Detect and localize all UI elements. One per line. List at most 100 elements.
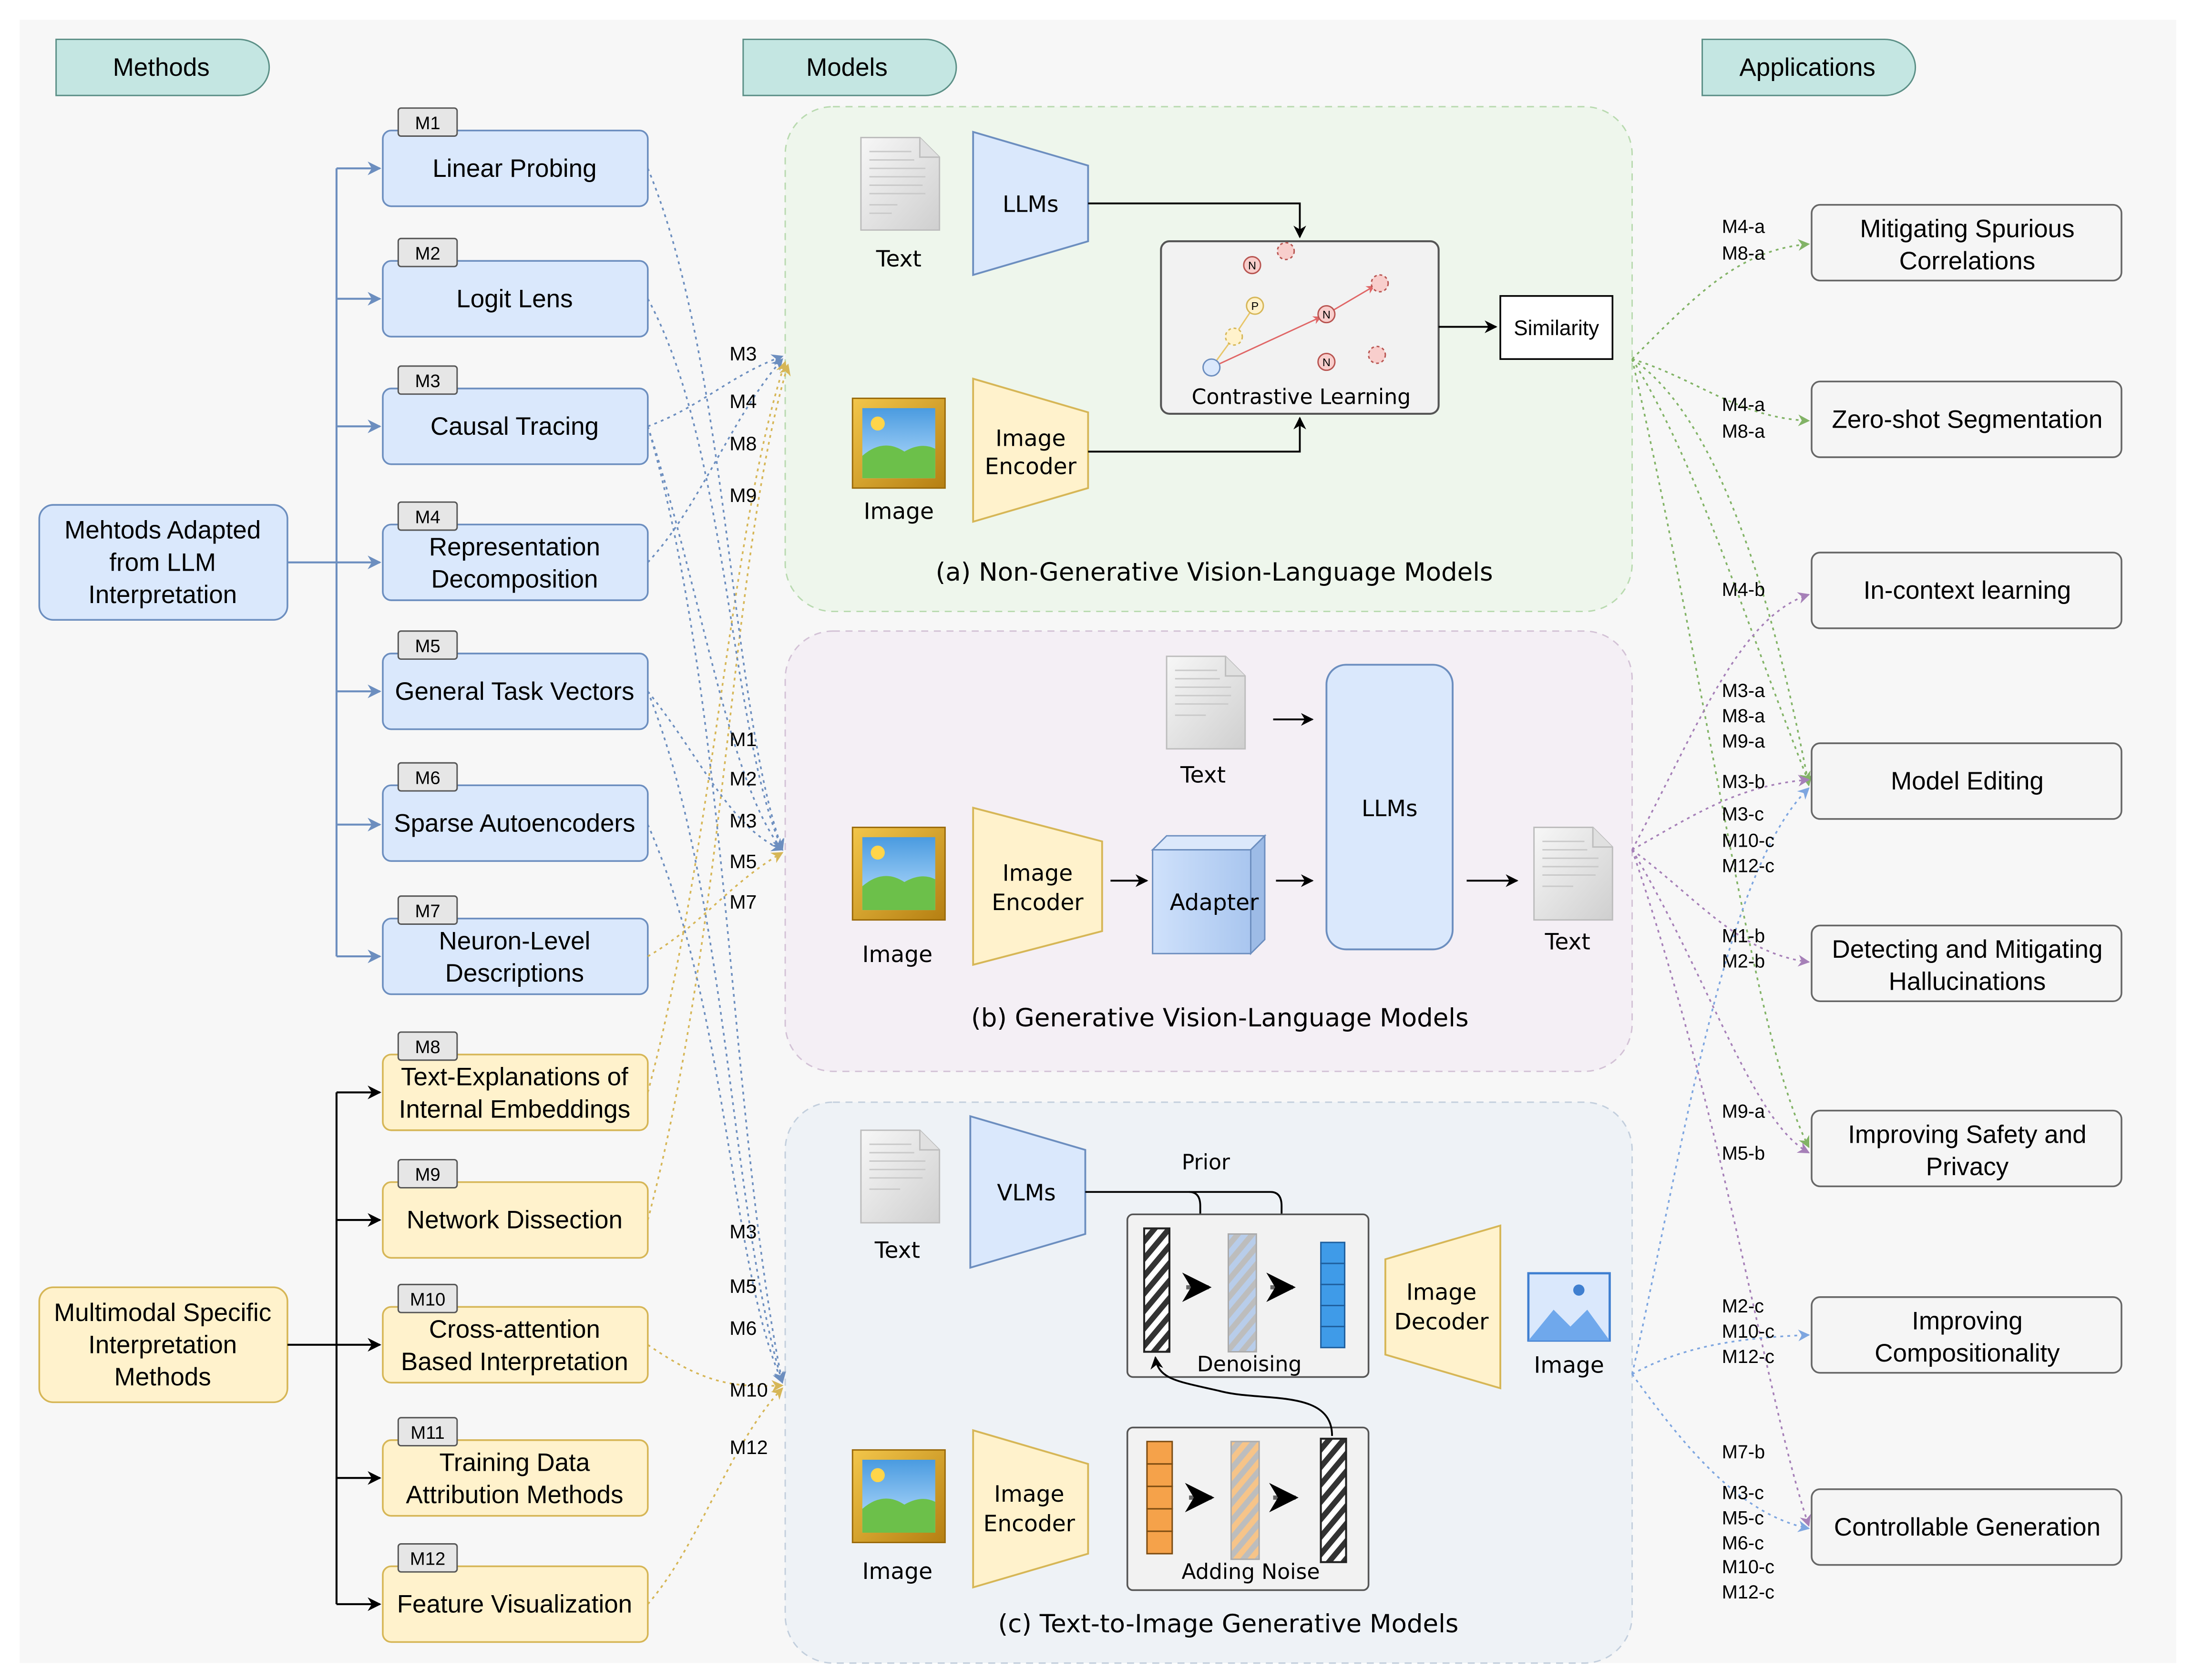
panel-a-text-label: Text <box>876 246 922 272</box>
adapter-cube: Adapter <box>1151 834 1267 955</box>
method-tag-label: M5 <box>415 636 441 656</box>
panel-a-image-encoder-trapezoid: Image Encoder <box>972 377 1089 523</box>
method-label-line: Feature Visualization <box>397 1590 632 1619</box>
edge-labels: M3 M4 M8 M9 M1 M2 M3 M5 M7 M3 M5 M6 M10 … <box>729 343 768 1458</box>
method-tag-label: M7 <box>415 901 441 922</box>
panel-b-text-out-document-icon <box>1533 827 1613 921</box>
panel-b-image-encoder-line-2: Encoder <box>992 890 1084 916</box>
negative-node-label-1: N <box>1248 259 1256 272</box>
method-label-line: Network Dissection <box>407 1206 623 1234</box>
application-label-line: Improving Safety and <box>1848 1120 2086 1148</box>
edge-label-c-1: M3 <box>729 1220 757 1242</box>
group-multimodal-specific: Multimodal Specific Interpretation Metho… <box>38 1286 288 1403</box>
model-to-application-edges <box>1631 239 1813 1532</box>
edge-label-c-3: M6 <box>729 1317 757 1339</box>
panel-c-image-encoder-line-1: Image <box>994 1481 1064 1507</box>
application-tag-label: M3-c <box>1722 1482 1764 1503</box>
edge-label-a-4: M9 <box>729 484 757 506</box>
method-tag-badge <box>397 1543 458 1573</box>
method-tag-badge <box>397 1031 458 1061</box>
method-label-line: Linear Probing <box>432 154 596 183</box>
panel-c-image-icon <box>851 1449 946 1544</box>
panel-a-llms-trapezoid: LLMs <box>972 131 1089 277</box>
method-tag-badge <box>397 365 458 395</box>
panel-b-llms-label: LLMs <box>1362 796 1418 822</box>
application-label-line: Correlations <box>1899 247 2035 275</box>
application-tag-label: M7-b <box>1722 1442 1765 1463</box>
method-tag-label: M2 <box>415 243 441 264</box>
application-tag-label: M8-a <box>1722 243 1765 264</box>
group-llm-line-2: from LLM <box>109 548 216 576</box>
image-decoder-line-2: Decoder <box>1394 1309 1489 1335</box>
panel-c-image-encoder-trapezoid: Image Encoder <box>972 1429 1089 1589</box>
application-tag-label: M12-c <box>1722 1346 1774 1367</box>
edge-label-b-1: M1 <box>729 728 757 750</box>
application-tag-label: M10-c <box>1722 1557 1774 1578</box>
application-tag-label: M4-a <box>1722 394 1765 415</box>
application-tag-label: M2-c <box>1722 1296 1764 1317</box>
application-tag-label: M5-b <box>1722 1143 1765 1164</box>
contrastive-learning-box: P N N N Contrastive Learning <box>1160 240 1440 415</box>
panel-c-vlms-trapezoid: VLMs <box>969 1115 1086 1269</box>
group-llm-line-1: Mehtods Adapted <box>64 516 261 544</box>
panel-c-image-out-label: Image <box>1534 1352 1604 1379</box>
panel-a-image-encoder-line-1: Image <box>995 426 1066 452</box>
panel-c-image-encoder-line-2: Encoder <box>984 1511 1076 1537</box>
method-label-line: Descriptions <box>445 959 584 987</box>
application-tag-label: M10-c <box>1722 830 1774 851</box>
adding-noise-box: Adding Noise <box>1126 1426 1370 1591</box>
application-tag-label: M9-a <box>1722 1101 1765 1122</box>
adapter-label: Adapter <box>1170 890 1259 916</box>
method-tag-label: M9 <box>415 1165 441 1185</box>
application-box-8: Controllable GenerationM7-bM3-cM5-cM6-cM… <box>1722 1442 2122 1603</box>
panel-b-llms-box: LLMs <box>1325 664 1454 951</box>
method-label-line: Training Data <box>439 1449 590 1477</box>
application-tag-label: M3-a <box>1722 680 1765 701</box>
panel-c-text-label: Text <box>874 1237 920 1263</box>
method-to-model-edges <box>647 168 791 1605</box>
application-tag-label: M9-a <box>1722 731 1765 752</box>
methods-header-label: Methods <box>113 53 210 82</box>
method-tag-label: M6 <box>415 768 441 788</box>
method-tag-label: M12 <box>410 1549 445 1569</box>
edge-label-b-4: M5 <box>729 850 757 872</box>
denoising-label: Denoising <box>1197 1352 1302 1377</box>
group-mm-line-1: Multimodal Specific <box>54 1299 271 1327</box>
method-tag-label: M3 <box>415 371 441 391</box>
method-label-line: Cross-attention <box>429 1315 600 1343</box>
method-label-line: Decomposition <box>431 565 598 594</box>
panel-b-image-icon <box>851 827 946 921</box>
application-box-4: Model EditingM3-aM8-aM9-aM3-bM3-cM10-cM1… <box>1722 680 2122 877</box>
application-tag-label: M4-b <box>1722 579 1765 600</box>
multimodal-tree-connectors <box>287 1086 381 1611</box>
edge-label-b-3: M3 <box>729 810 757 832</box>
method-tag-badge <box>397 762 458 792</box>
method-tag-badge <box>397 630 458 660</box>
method-tag-badge <box>397 107 458 137</box>
method-label-line: Text-Explanations of <box>401 1063 628 1091</box>
method-label-line: Attribution Methods <box>406 1481 623 1509</box>
method-tag-badge <box>397 1283 458 1313</box>
application-tag-label: M5-c <box>1722 1507 1764 1528</box>
method-tag-label: M4 <box>415 507 441 527</box>
application-label-line: Model Editing <box>1891 767 2044 795</box>
panel-a-image-encoder-line-2: Encoder <box>985 453 1077 480</box>
panel-c-image-label: Image <box>862 1558 933 1585</box>
negative-node-label-3: N <box>1322 356 1331 369</box>
application-label-line: Detecting and Mitigating <box>1832 935 2102 963</box>
edge-label-c-4: M10 <box>730 1379 768 1401</box>
prior-arrow-2 <box>1189 1191 1288 1280</box>
method-tag-label: M11 <box>410 1423 445 1443</box>
method-label-line: Logit Lens <box>456 285 573 313</box>
method-label-line: Causal Tracing <box>430 412 599 440</box>
